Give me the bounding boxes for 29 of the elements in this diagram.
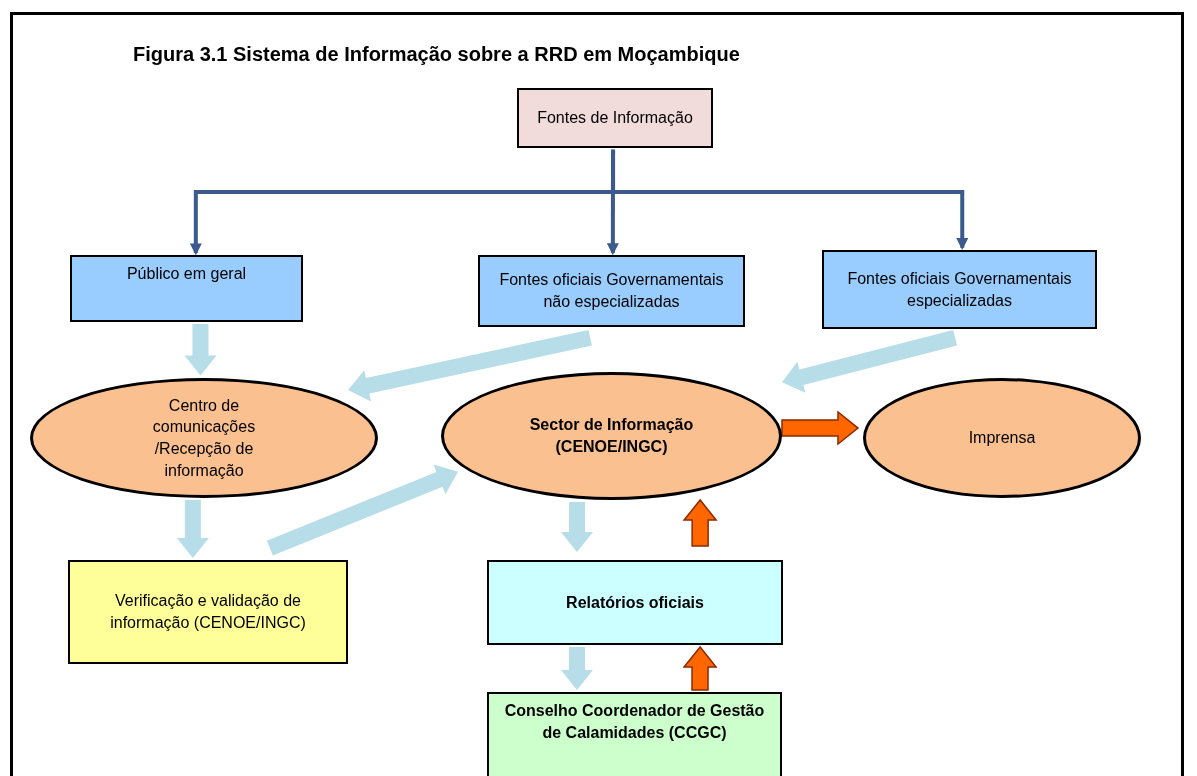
process-box xyxy=(478,255,745,327)
process-box xyxy=(822,250,1097,329)
node-label: Conselho Coordenador de Gestão de Calamidades (CCGC) xyxy=(503,701,766,743)
node-label: Centro de comunicações /Recepção de informação xyxy=(151,395,257,481)
node-label: Sector de Informação (CENOE/INGC) xyxy=(528,415,695,457)
process-box xyxy=(487,560,783,645)
block-arrow xyxy=(184,324,217,376)
node-label: Público em geral xyxy=(126,264,247,284)
node-label: Fontes oficiais Governamentais não especializadas xyxy=(498,270,725,312)
block-arrow xyxy=(561,647,593,690)
node-label: Fontes de Informação xyxy=(537,108,693,129)
process-box xyxy=(70,255,303,322)
block-arrow xyxy=(682,645,718,691)
block-arrow xyxy=(266,464,459,556)
block-arrow xyxy=(682,498,718,547)
process-box xyxy=(487,692,782,776)
process-box xyxy=(68,560,348,664)
arrow xyxy=(611,149,969,251)
block-arrow xyxy=(561,502,593,552)
block-arrow xyxy=(782,329,958,393)
node-label: Fontes oficiais Governamentais especializadas xyxy=(846,268,1073,311)
node-label: Verificação e validação de informação (CENOE/INGC) xyxy=(109,591,307,633)
process-box xyxy=(517,88,713,148)
block-arrow xyxy=(781,410,860,446)
figure-title: Figura 3.1 Sistema de Informação sobre a RRD em Moçambique xyxy=(133,43,740,66)
block-arrow xyxy=(176,500,209,558)
block-arrow xyxy=(348,330,592,402)
node-label: Relatórios oficiais xyxy=(566,592,704,613)
node-label: Imprensa xyxy=(968,428,1036,449)
